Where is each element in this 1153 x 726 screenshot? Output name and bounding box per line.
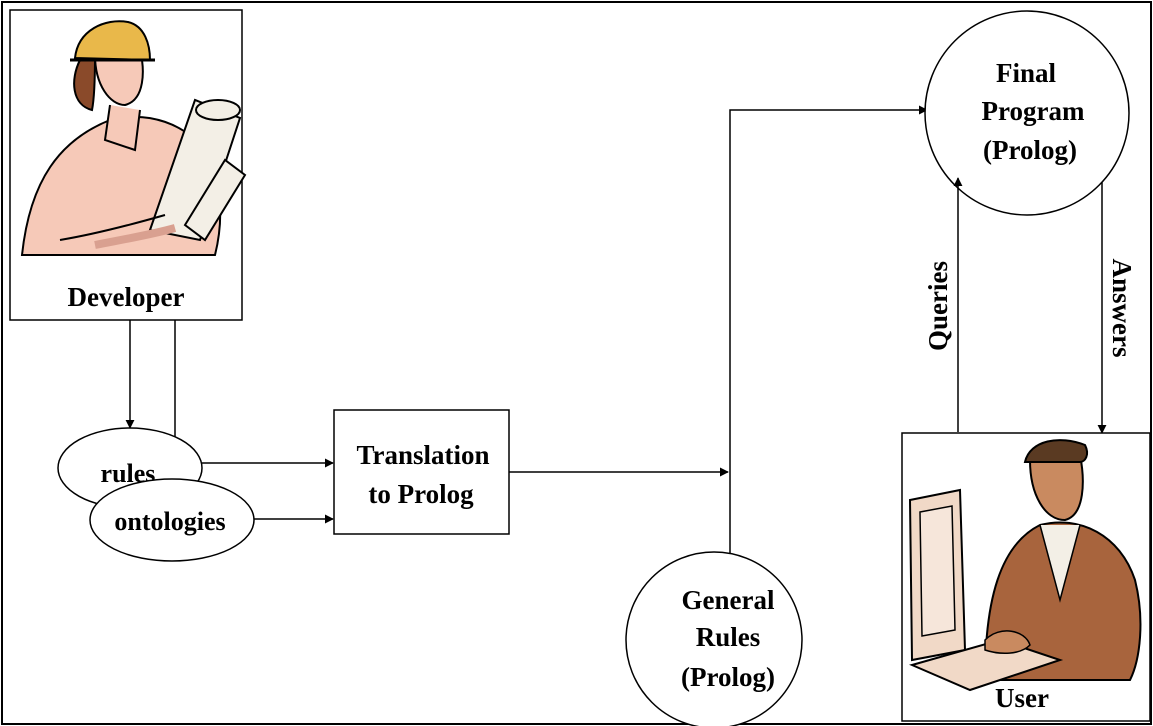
user-at-computer-clipart-icon: [908, 439, 1142, 692]
translation-node: Translation to Prolog: [333, 409, 510, 535]
developer-label: Developer: [68, 282, 185, 312]
arrow-general-rules-to-final-program: [729, 105, 928, 558]
general-rules-label-line3: (Prolog): [681, 662, 775, 692]
translation-label-line1: Translation: [356, 440, 489, 470]
final-program-label-line1: Final: [996, 58, 1057, 88]
ontologies-label: ontologies: [114, 507, 225, 536]
developer-clipart-icon: [20, 20, 247, 256]
user-node: User: [901, 432, 1151, 722]
ontologies-ellipse: [89, 478, 255, 562]
final-program-label-line3: (Prolog): [983, 135, 1077, 165]
ontologies-node: ontologies: [89, 478, 255, 562]
final-program-node: Final Program (Prolog): [924, 10, 1130, 216]
general-rules-node: General Rules (Prolog): [625, 551, 803, 726]
developer-node: Developer: [9, 9, 247, 321]
final-program-circle: [924, 10, 1130, 216]
general-rules-label-line2: Rules: [696, 622, 761, 652]
user-label: User: [995, 683, 1049, 713]
general-rules-circle: [625, 551, 803, 726]
translation-box: [333, 409, 510, 535]
queries-label: Queries: [923, 261, 953, 351]
translation-label-line2: to Prolog: [368, 479, 474, 509]
final-program-label-line2: Program: [982, 96, 1085, 126]
answers-label: Answers: [1107, 259, 1137, 358]
general-rules-label-line1: General: [682, 585, 775, 615]
